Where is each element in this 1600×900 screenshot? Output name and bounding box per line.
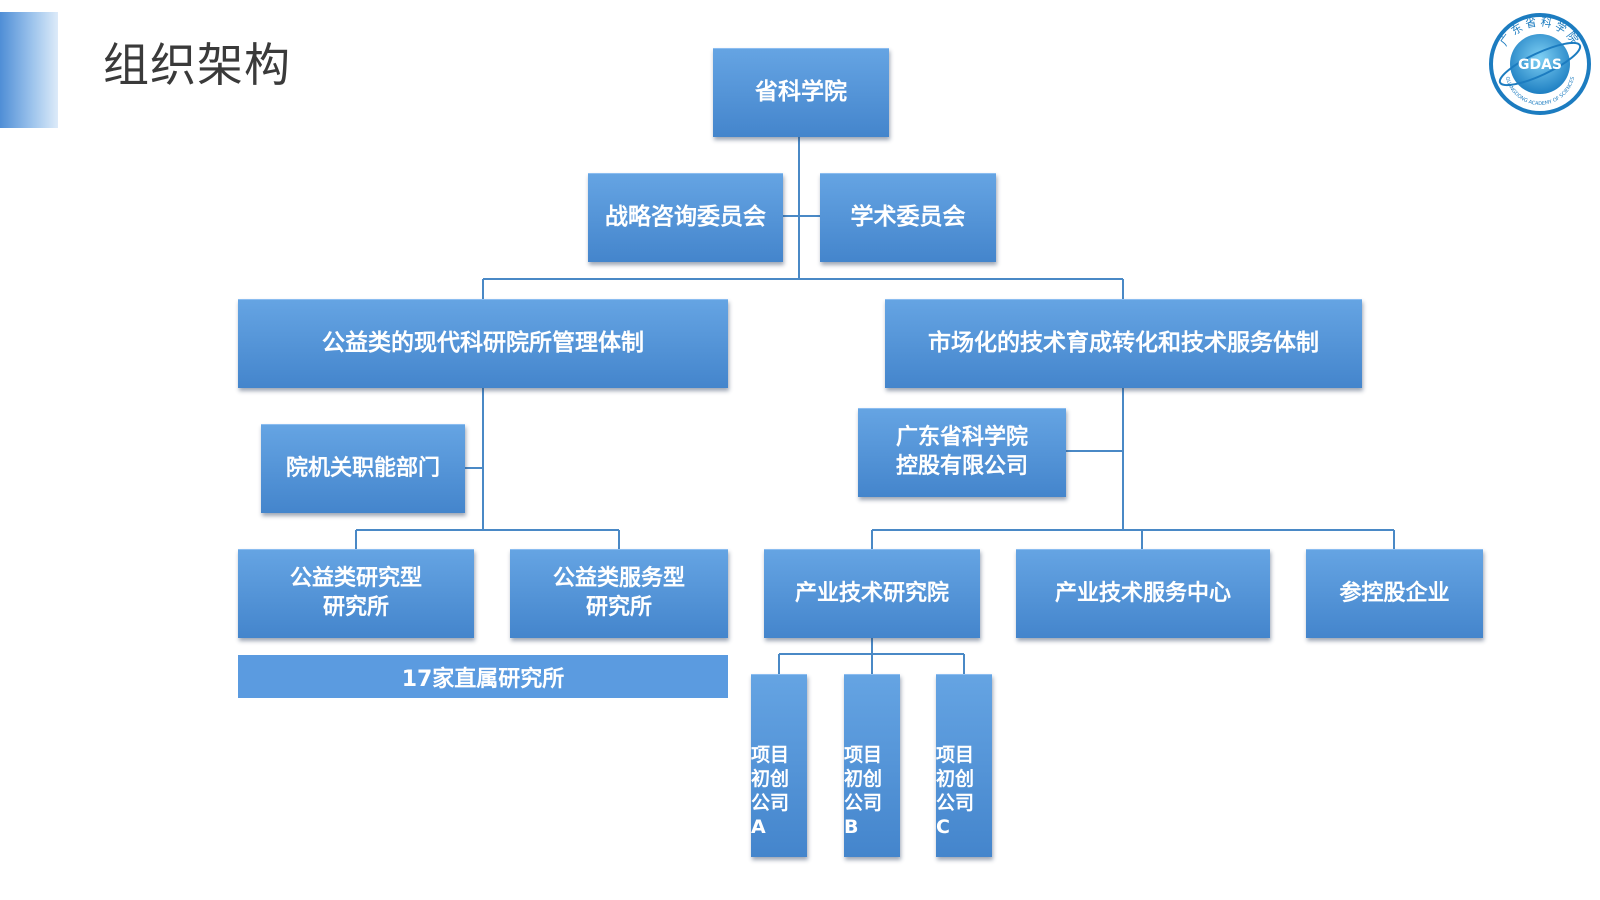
node-strategy-committee: 战略咨询委员会 [588, 173, 783, 262]
node-root: 省科学院 [713, 48, 889, 137]
node-holding-enterprises: 参控股企业 [1306, 549, 1483, 638]
gdas-logo: 广东省科学院 GUANGDONG ACADEMY OF SCIENCES GDA… [1488, 12, 1592, 116]
node-admin-departments: 院机关职能部门 [261, 424, 465, 513]
page-title: 组织架构 [103, 38, 291, 92]
node-public-service: 公益类服务型 研究所 [510, 549, 728, 638]
node-holding-company: 广东省科学院 控股有限公司 [858, 408, 1066, 497]
gdas-logo-icon: 广东省科学院 GUANGDONG ACADEMY OF SCIENCES GDA… [1489, 13, 1591, 115]
node-industry-institute: 产业技术研究院 [764, 549, 980, 638]
node-startup-c: 项目 初创 公司 C [936, 674, 992, 857]
affiliated-institutes-banner: 17家直属研究所 [238, 655, 728, 698]
title-accent-bar [0, 12, 58, 128]
node-startup-a: 项目 初创 公司 A [751, 674, 807, 857]
node-public-research: 公益类研究型 研究所 [238, 549, 474, 638]
node-service-center: 产业技术服务中心 [1016, 549, 1270, 638]
node-startup-b: 项目 初创 公司 B [844, 674, 900, 857]
svg-text:GDAS: GDAS [1518, 57, 1562, 73]
node-market-system: 市场化的技术育成转化和技术服务体制 [885, 299, 1362, 388]
node-public-system: 公益类的现代科研院所管理体制 [238, 299, 728, 388]
node-academic-committee: 学术委员会 [820, 173, 996, 262]
